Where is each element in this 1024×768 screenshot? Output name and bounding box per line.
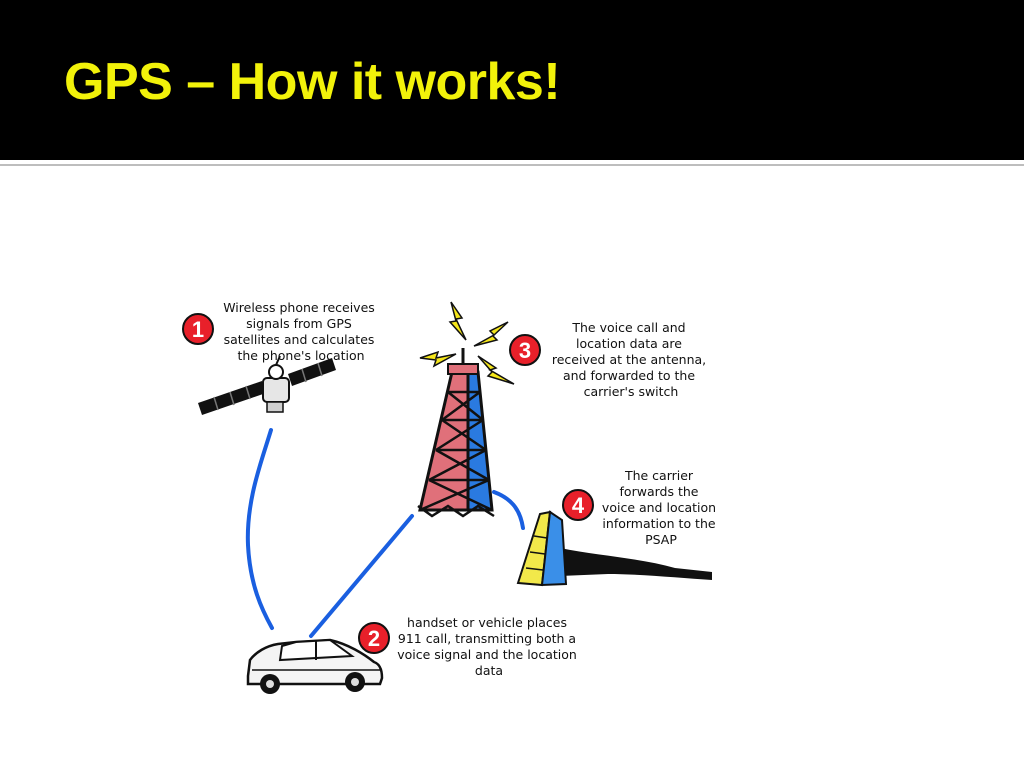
title-rule [0, 164, 1024, 166]
svg-text:4: 4 [572, 493, 585, 518]
step-2-text: handset or vehicle places 911 call, tran… [397, 615, 581, 678]
carrier-switch-icon [516, 510, 712, 587]
link-car-to-tower [309, 514, 414, 638]
step-2-badge: 2 [358, 622, 390, 654]
link-satellite-to-car [245, 428, 274, 630]
slide-title: GPS – How it works! [64, 53, 561, 111]
satellite-icon [198, 355, 336, 415]
step-1-text: Wireless phone receives signals from GPS… [223, 300, 379, 363]
svg-text:2: 2 [368, 626, 380, 651]
step-4-badge: 4 [562, 489, 594, 521]
step-4-text: The carrier forwards the voice and locat… [602, 468, 720, 547]
svg-text:1: 1 [192, 317, 204, 342]
antenna-tower-icon [417, 301, 515, 518]
step-3-badge: 3 [509, 334, 541, 366]
svg-text:3: 3 [519, 338, 531, 363]
step-1-badge: 1 [182, 313, 214, 345]
step-3-text: The voice call and location data are rec… [552, 320, 710, 399]
link-tower-to-switch [492, 490, 525, 530]
car-icon [246, 638, 384, 694]
title-bar [0, 0, 1024, 160]
